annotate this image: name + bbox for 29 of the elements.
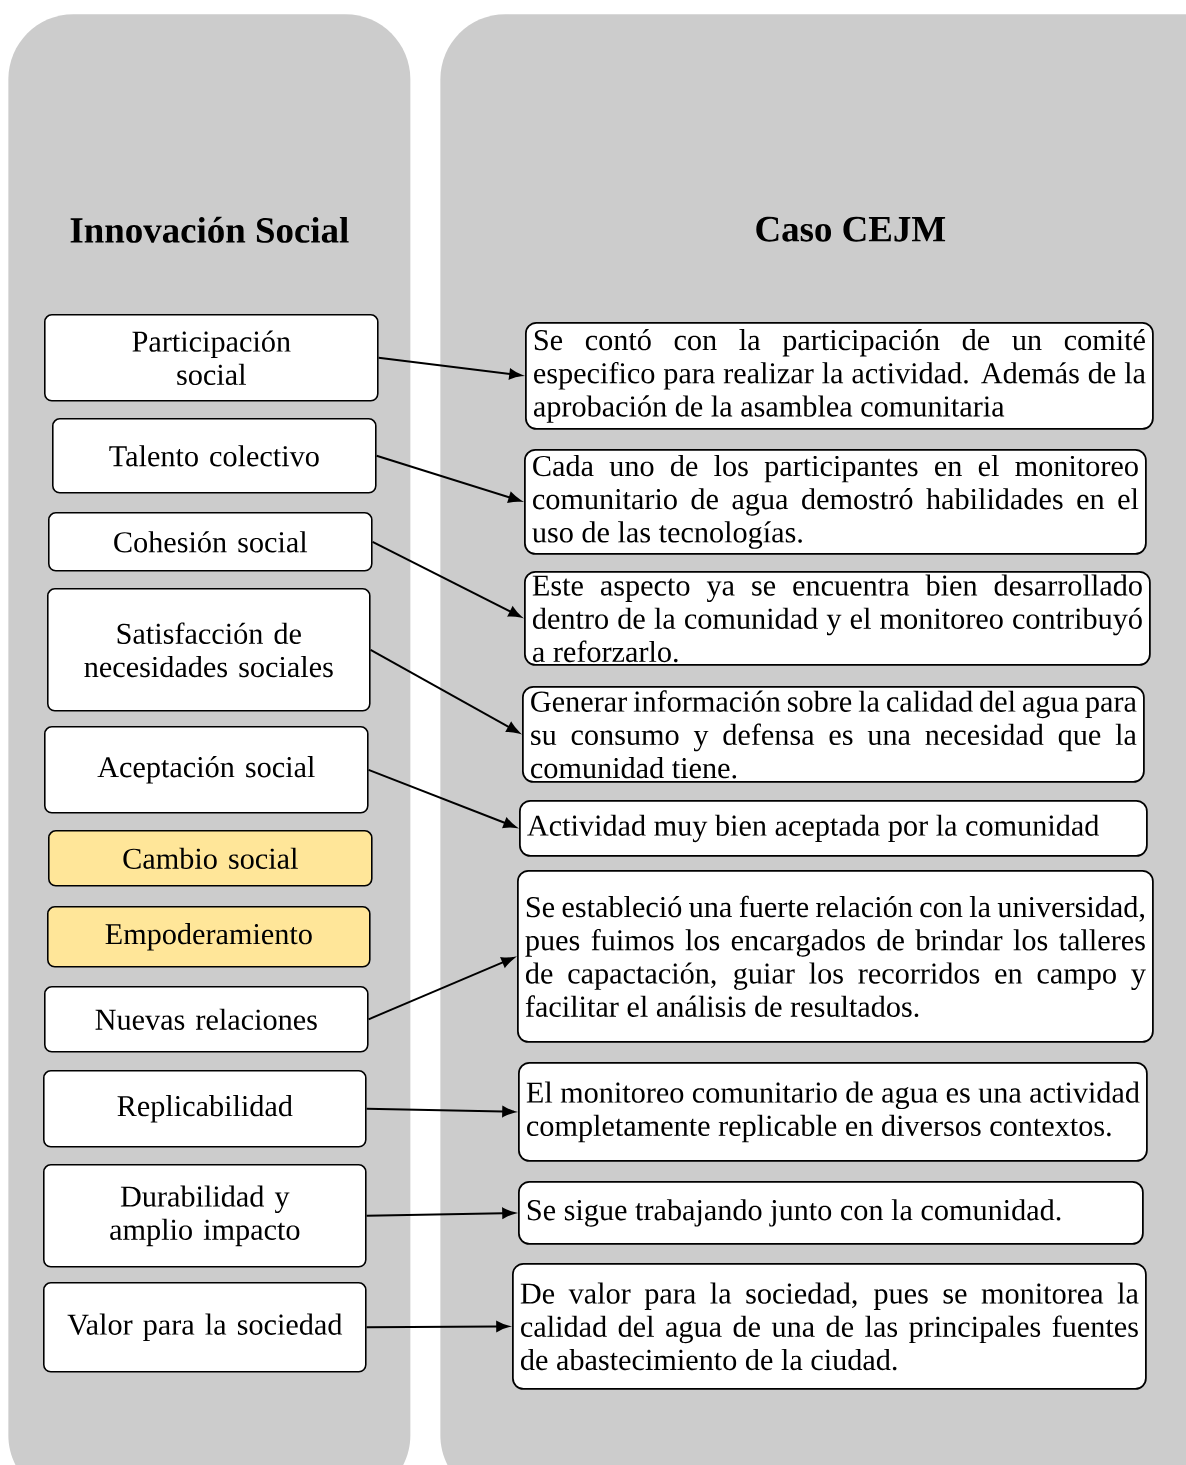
arrow xyxy=(369,648,520,734)
concept-box: Participación social xyxy=(44,314,379,402)
description-box: Se sigue trabajando junto con la comunidad. xyxy=(518,1181,1144,1245)
concept-box: Talento colectivo xyxy=(52,418,377,494)
description-box: Se contó con la participación de un comité especifico para realizar la actividad. Además de la aprobación de la asamblea comunitaria xyxy=(525,322,1154,430)
concept-box: Cambio social xyxy=(48,830,373,887)
concept-box: Aceptación social xyxy=(44,726,369,814)
concept-box: Valor para la sociedad xyxy=(43,1282,367,1373)
arrow xyxy=(365,1321,510,1332)
arrow xyxy=(367,956,515,1021)
description-box: Generar información sobre la calidad del agua para su consumo y defensa es una necesidad que la comunidad tiene. xyxy=(522,686,1145,783)
concept-box: Empoderamiento xyxy=(47,906,371,968)
description-box: Cada uno de los participantes en el monitoreo comunitario de agua demostró habilidades en el uso de las tecnologías. xyxy=(524,449,1147,555)
arrow xyxy=(377,356,523,380)
description-box: Actividad muy bien aceptada por la comunidad xyxy=(519,800,1148,857)
description-box: Este aspecto ya se encuentra bien desarrollado dentro de la comunidad y el monitoreo contribuyó a reforzarlo. xyxy=(524,571,1151,666)
concept-box: Durabilidad y amplio impacto xyxy=(43,1164,367,1268)
arrow xyxy=(375,454,522,503)
description-box: El monitoreo comunitario de agua es una actividad completamente replicable en diversos contextos. xyxy=(518,1062,1148,1162)
arrow xyxy=(365,1207,516,1219)
description-box: De valor para la sociedad, pues se monitorea la calidad del agua de una de las principales fuentes de abastecimiento de la ciudad. xyxy=(512,1263,1147,1390)
arrow xyxy=(365,1106,516,1117)
concept-box: Cohesión social xyxy=(48,512,373,572)
concept-box: Replicabilidad xyxy=(43,1070,367,1148)
arrow xyxy=(371,540,522,618)
description-box: Se estableció una fuerte relación con la universidad, pues fuimos los encargados de brindar los talleres de capactación, guiar los recorridos en campo y facilitar el análisis de resultados. xyxy=(517,870,1154,1043)
arrow xyxy=(367,768,517,829)
concept-box: Nuevas relaciones xyxy=(44,986,369,1053)
concept-box: Satisfacción de necesidades sociales xyxy=(47,588,371,712)
